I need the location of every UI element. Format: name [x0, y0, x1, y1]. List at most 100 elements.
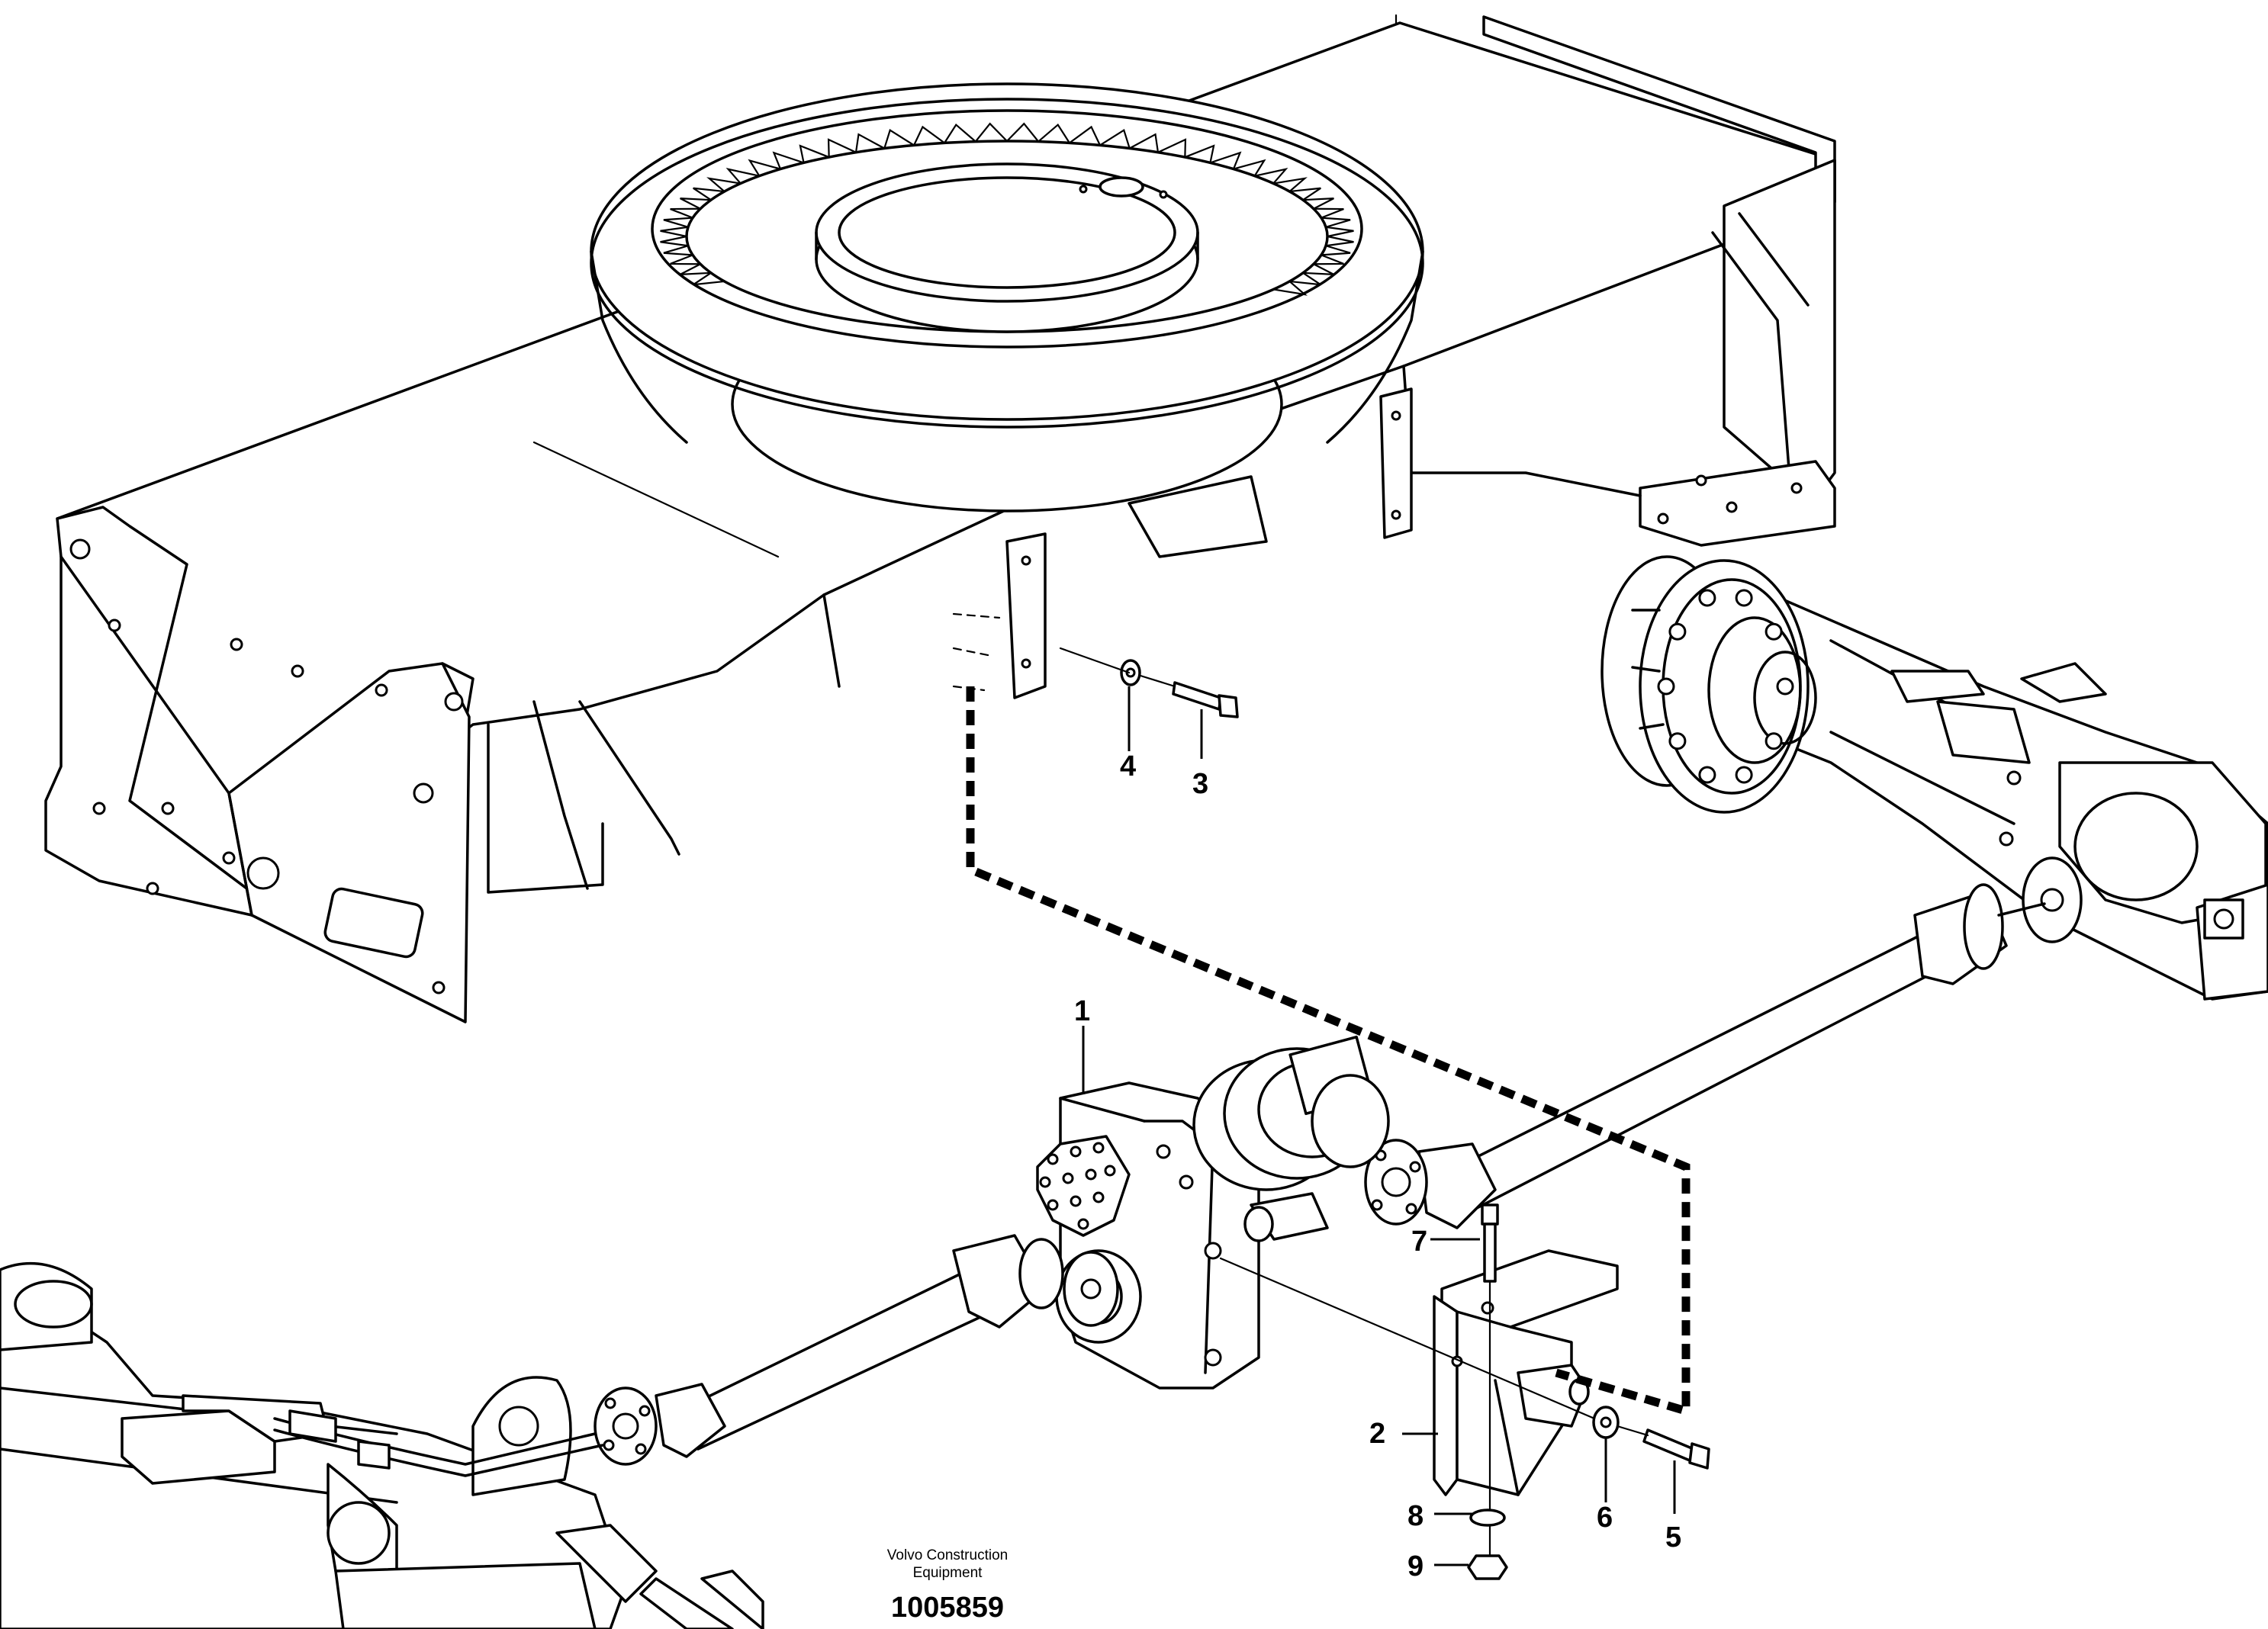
- front-axle: [0, 1261, 764, 1629]
- gear-tooth: [854, 133, 886, 153]
- gear-tooth: [1288, 187, 1321, 201]
- gear-tooth: [1128, 133, 1160, 153]
- rear-hub-bolts: [1657, 589, 1794, 784]
- callout-labels: 1 2 3 4 5 6 7 8 9: [1074, 750, 1681, 1582]
- gear-tooth: [1324, 235, 1354, 247]
- cover-bolt: [1077, 1218, 1089, 1230]
- gear-tooth: [943, 123, 976, 144]
- assembly-lines: [952, 612, 1691, 1557]
- callout-7: 7: [1411, 1226, 1427, 1258]
- cover-bolt: [1062, 1172, 1074, 1184]
- cover-bolt: [1047, 1153, 1059, 1165]
- hub-bolt: [1776, 677, 1794, 696]
- callout-1: 1: [1074, 995, 1090, 1027]
- gear-tooth: [1209, 151, 1242, 170]
- cover-bolt: [1092, 1191, 1105, 1203]
- callout-9: 9: [1407, 1550, 1424, 1582]
- hub-bolt: [1735, 589, 1753, 607]
- gear-tooth: [974, 122, 1009, 143]
- footer: Volvo Construction Equipment 1005859: [887, 1547, 1008, 1624]
- gear-tooth: [725, 168, 761, 185]
- cover-bolt: [1070, 1195, 1082, 1207]
- rear-propeller-shaft: [1364, 856, 2083, 1229]
- gear-tooth: [1301, 198, 1334, 210]
- hub-bolt: [1698, 589, 1716, 607]
- hub-bolt: [1657, 677, 1675, 696]
- credit-line-1: Volvo Construction: [887, 1547, 1008, 1563]
- hub-bolt: [1765, 732, 1783, 750]
- gear-tooth: [670, 254, 702, 265]
- transfer-gearbox: [1036, 1035, 1390, 1390]
- gear-tooth: [1005, 122, 1040, 143]
- cover-bolt: [1092, 1142, 1105, 1154]
- gear-tooth: [706, 177, 742, 193]
- gear-tooth: [663, 217, 694, 228]
- cover-bolt: [1104, 1165, 1116, 1177]
- gear-tooth: [799, 144, 830, 164]
- gear-tooth: [1312, 207, 1344, 219]
- gear-tooth: [1157, 138, 1187, 159]
- gear-tooth: [663, 245, 694, 256]
- callout-5: 5: [1665, 1521, 1681, 1553]
- credit-line-2: Equipment: [913, 1565, 983, 1581]
- gear-tooth: [912, 125, 946, 146]
- front-propeller-shaft: [594, 1234, 1119, 1466]
- bolt-5-head: [1688, 1442, 1710, 1470]
- washer-8: [1469, 1509, 1506, 1527]
- gear-tooth: [1301, 263, 1334, 275]
- gear-tooth: [660, 226, 690, 238]
- hub-bolt: [1765, 622, 1783, 641]
- hub-bolt: [1735, 766, 1753, 784]
- gear-tooth: [1232, 159, 1266, 177]
- bolt-3-shank: [1172, 681, 1222, 711]
- nut-9: [1467, 1554, 1508, 1580]
- hub-bolt: [1698, 766, 1716, 784]
- drawing-number: 1005859: [891, 1592, 1004, 1624]
- bolt-3-head: [1218, 694, 1239, 718]
- callout-4: 4: [1120, 750, 1136, 782]
- gear-tooth: [1320, 245, 1351, 256]
- cover-bolt: [1047, 1199, 1059, 1211]
- cover-bolt: [1039, 1176, 1051, 1188]
- gear-tooth: [680, 263, 713, 275]
- gear-tooth: [1272, 177, 1308, 193]
- cover-bolt: [1070, 1145, 1082, 1158]
- gear-tooth: [1324, 226, 1354, 238]
- gear-tooth: [680, 198, 713, 210]
- gearbox-cover-bolts: [1039, 1142, 1116, 1230]
- gear-tooth: [693, 272, 725, 286]
- cover-bolt: [1085, 1168, 1097, 1181]
- callout-3: 3: [1192, 768, 1208, 800]
- callout-6: 6: [1597, 1502, 1613, 1534]
- gear-tooth: [1272, 280, 1308, 296]
- support-bracket: [1433, 1249, 1619, 1496]
- hub-bolt: [1668, 622, 1687, 641]
- gear-tooth: [670, 207, 702, 219]
- fasteners: [1120, 659, 1710, 1580]
- gear-tooth: [693, 187, 725, 201]
- gear-tooth: [1184, 144, 1215, 164]
- hub-bolt: [1668, 732, 1687, 750]
- gear-tooth: [1312, 254, 1344, 265]
- bolt-5-shank: [1642, 1428, 1695, 1462]
- rear-axle: [1600, 555, 2268, 1001]
- gear-tooth: [1037, 123, 1071, 144]
- slewing-ring-gear: [590, 82, 1424, 512]
- gear-teeth: [660, 122, 1354, 296]
- gear-tooth: [1320, 217, 1351, 228]
- gear-tooth: [1068, 125, 1102, 146]
- gear-tooth: [1253, 168, 1288, 185]
- bolt-7-head: [1481, 1203, 1499, 1226]
- gear-tooth: [660, 235, 690, 247]
- callout-leaders: [1082, 686, 1676, 1566]
- gear-tooth: [1288, 272, 1321, 286]
- gear-tooth: [1099, 128, 1131, 149]
- callout-8: 8: [1407, 1500, 1424, 1532]
- gear-tooth: [772, 151, 805, 170]
- gear-tooth: [748, 159, 782, 177]
- callout-2: 2: [1369, 1418, 1385, 1450]
- gear-tooth: [827, 138, 857, 159]
- gear-tooth: [883, 128, 915, 149]
- bolt-7-shank: [1483, 1223, 1497, 1283]
